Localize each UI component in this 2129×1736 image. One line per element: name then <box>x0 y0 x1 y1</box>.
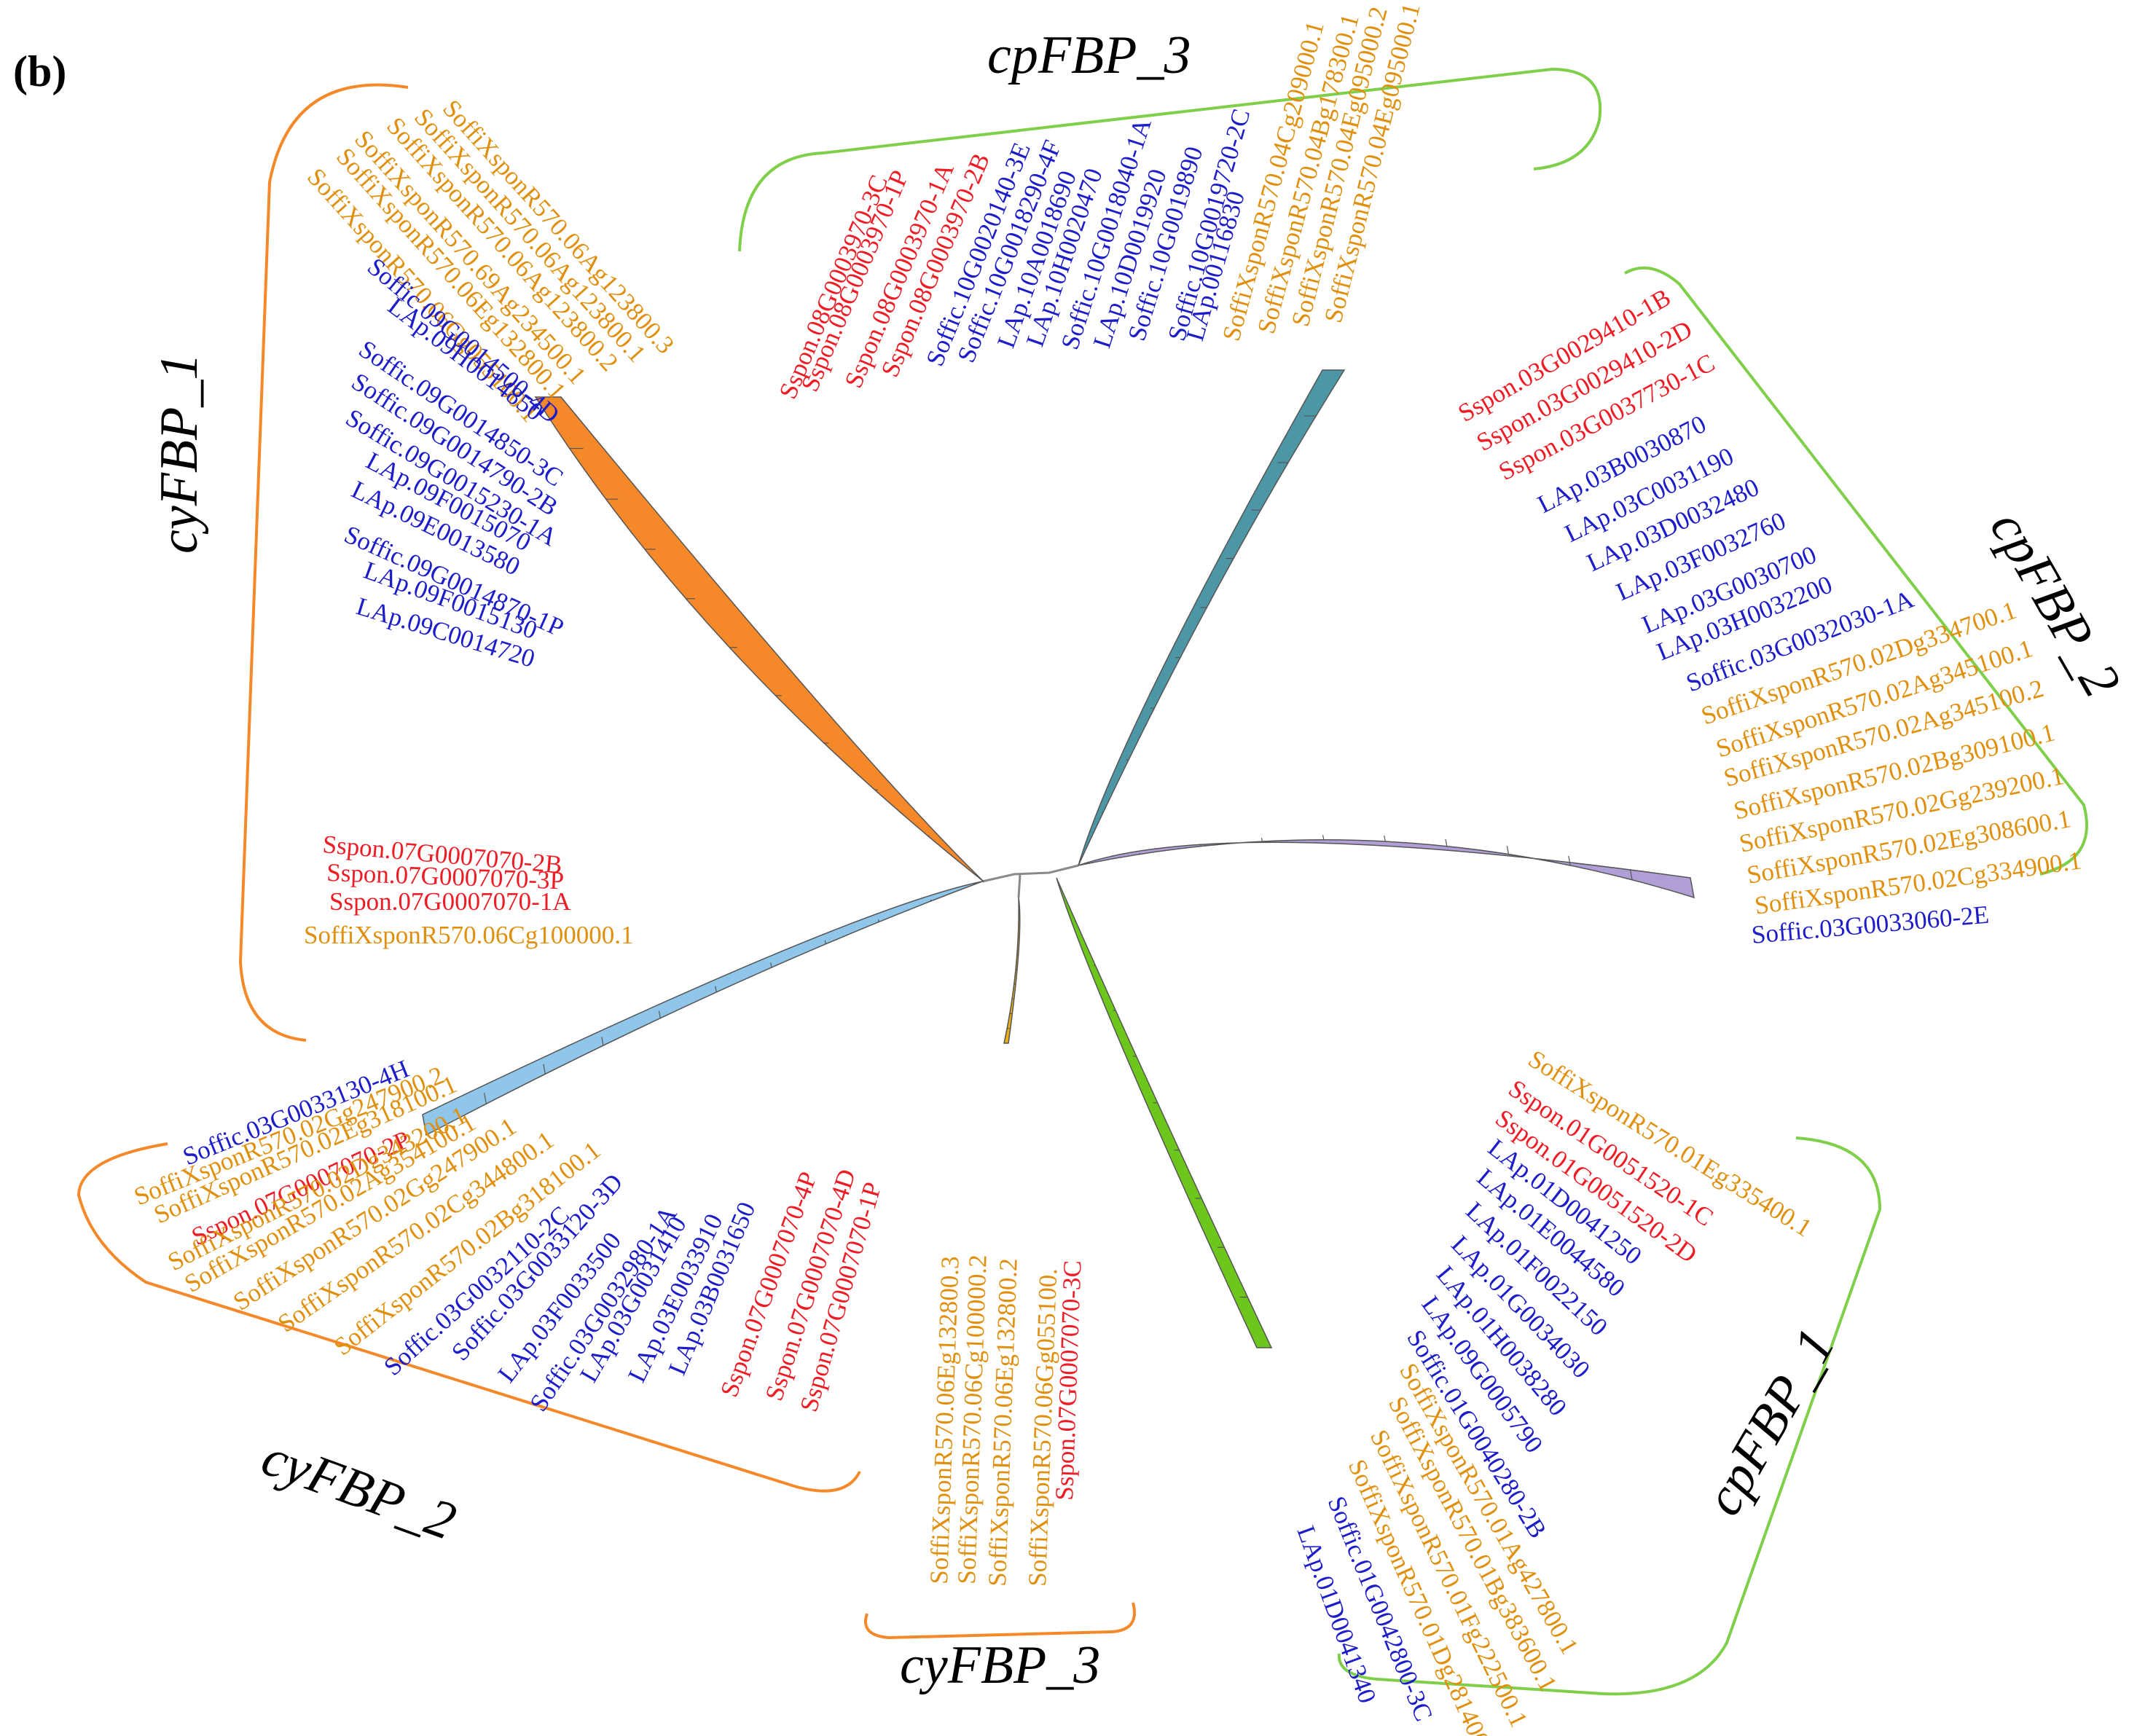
root-branch <box>1017 873 1022 898</box>
clade-title-cpFBP_1: cpFBP_1 <box>1693 1319 1847 1525</box>
branch-tick <box>1384 835 1386 842</box>
backbone-branch <box>981 864 1079 883</box>
branch-tick <box>1568 855 1571 866</box>
clade-bracket-cpFBP_3 <box>738 67 1602 252</box>
clade-bracket-cyFBP_1_left <box>238 83 409 1042</box>
branch-tick <box>484 1093 487 1104</box>
branch-tick <box>601 1037 604 1046</box>
clade-title-cyFBP_1_left: cyFBP_1 <box>149 353 209 554</box>
clade-bracket-cyFBP_2 <box>77 1142 861 1493</box>
panel-label: (b) <box>13 47 66 95</box>
clade-wedge-cyFBP_1_left <box>534 396 984 882</box>
clade-bracket-cyFBP_3 <box>864 1602 1136 1640</box>
clade-wedge-cyFBP_3 <box>1003 897 1021 1044</box>
branch-tick <box>543 1064 546 1075</box>
clade-bracket-cpFBP_2 <box>1624 266 2088 876</box>
clade-title-cyFBP_3: cyFBP_3 <box>900 1635 1100 1695</box>
branch-tick <box>770 962 772 968</box>
leaf-label: Sspon.07G0007070-1A <box>329 887 571 916</box>
clade-wedge-cpFBP_2 <box>1078 839 1695 899</box>
branch-tick <box>1506 846 1510 855</box>
clade-wedge-cpFBP_3 <box>1078 369 1346 866</box>
clade-wedge-cpFBP_1 <box>1056 877 1273 1348</box>
tree-branches <box>981 864 1079 898</box>
clade-wedge-cyFBP_2 <box>422 881 983 1136</box>
clade-title-cpFBP_3: cpFBP_3 <box>987 25 1191 85</box>
branch-tick <box>1629 869 1633 880</box>
leaf-labels: SoffiXsponR570.06Ag123800.3SoffiXsponR57… <box>130 0 2083 1736</box>
clade-brackets <box>77 67 2088 1696</box>
clade-bracket-cpFBP_1 <box>1337 1136 1882 1696</box>
clade-wedges <box>422 369 1695 1348</box>
branch-tick <box>824 940 826 945</box>
branch-tick <box>658 1010 661 1018</box>
branch-tick <box>715 986 717 993</box>
clade-title-cyFBP_2: cyFBP_2 <box>254 1427 463 1552</box>
branch-tick <box>1260 838 1263 842</box>
leaf-label: SoffiXsponR570.06Cg100000.1 <box>304 921 633 949</box>
branch-tick <box>1322 835 1325 840</box>
branch-tick <box>1445 838 1448 847</box>
